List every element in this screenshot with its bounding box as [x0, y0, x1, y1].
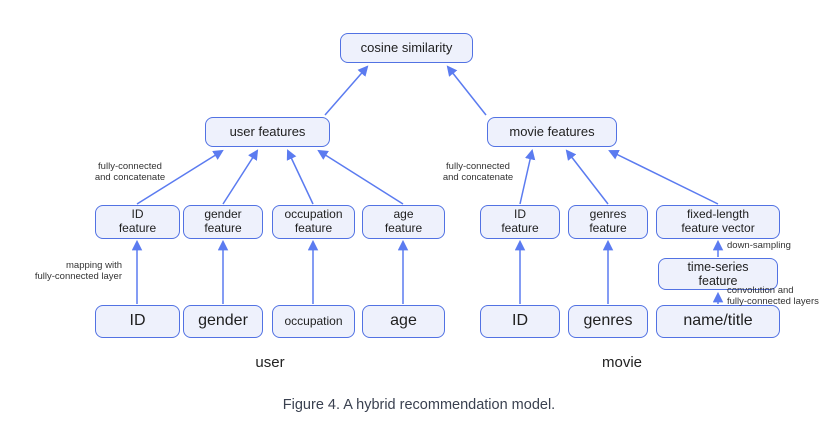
node-user-id-feature: ID feature [95, 205, 180, 239]
node-user-id-input: ID [95, 305, 180, 338]
node-genres-input: genres [568, 305, 648, 338]
node-age-feature: age feature [362, 205, 445, 239]
node-movie-id-input: ID [480, 305, 560, 338]
node-movie-id-feature: ID feature [480, 205, 560, 239]
group-label-movie: movie [601, 354, 642, 371]
node-gender-input: gender [183, 305, 263, 338]
annotation-down-sampling: down-sampling [727, 240, 791, 251]
edge-fixedlength-to-movie-features [608, 149, 719, 205]
annotation-fully-connected-concatenate-user: fully-connected and concatenate [94, 161, 166, 183]
edge-gender-feature-to-user-features [222, 149, 259, 205]
node-movie-features: movie features [487, 117, 617, 147]
node-age-input: age [362, 305, 445, 338]
edge-movie-id-feature-to-movie-features [519, 148, 536, 205]
node-occupation-feature: occupation feature [272, 205, 355, 239]
figure-caption: Figure 4. A hybrid recommendation model. [282, 397, 556, 413]
group-label-user: user [255, 354, 285, 371]
annotation-fully-connected-concatenate-movie: fully-connected and concatenate [442, 161, 514, 183]
node-cosine-similarity: cosine similarity [340, 33, 473, 63]
edge-genres-feature-to-movie-features [565, 149, 609, 205]
node-genres-feature: genres feature [568, 205, 648, 239]
node-user-features: user features [205, 117, 330, 147]
annotation-mapping-fully-connected-layer: mapping with fully-connected layer [34, 260, 122, 282]
node-occupation-input: occupation [272, 305, 355, 338]
edge-movie-features-to-cosine [446, 65, 487, 116]
node-gender-feature: gender feature [183, 205, 263, 239]
node-time-series-feature: time-series feature [658, 258, 778, 290]
node-fixed-length-feature-vector: fixed-length feature vector [656, 205, 780, 239]
edge-occupation-feature-to-user-features [286, 149, 314, 205]
edge-user-features-to-cosine [324, 65, 369, 116]
annotation-convolution-fully-connected: convolution and fully-connected layers [727, 285, 819, 307]
node-name-title-input: name/title [656, 305, 780, 338]
edge-age-feature-to-user-features [317, 149, 404, 205]
